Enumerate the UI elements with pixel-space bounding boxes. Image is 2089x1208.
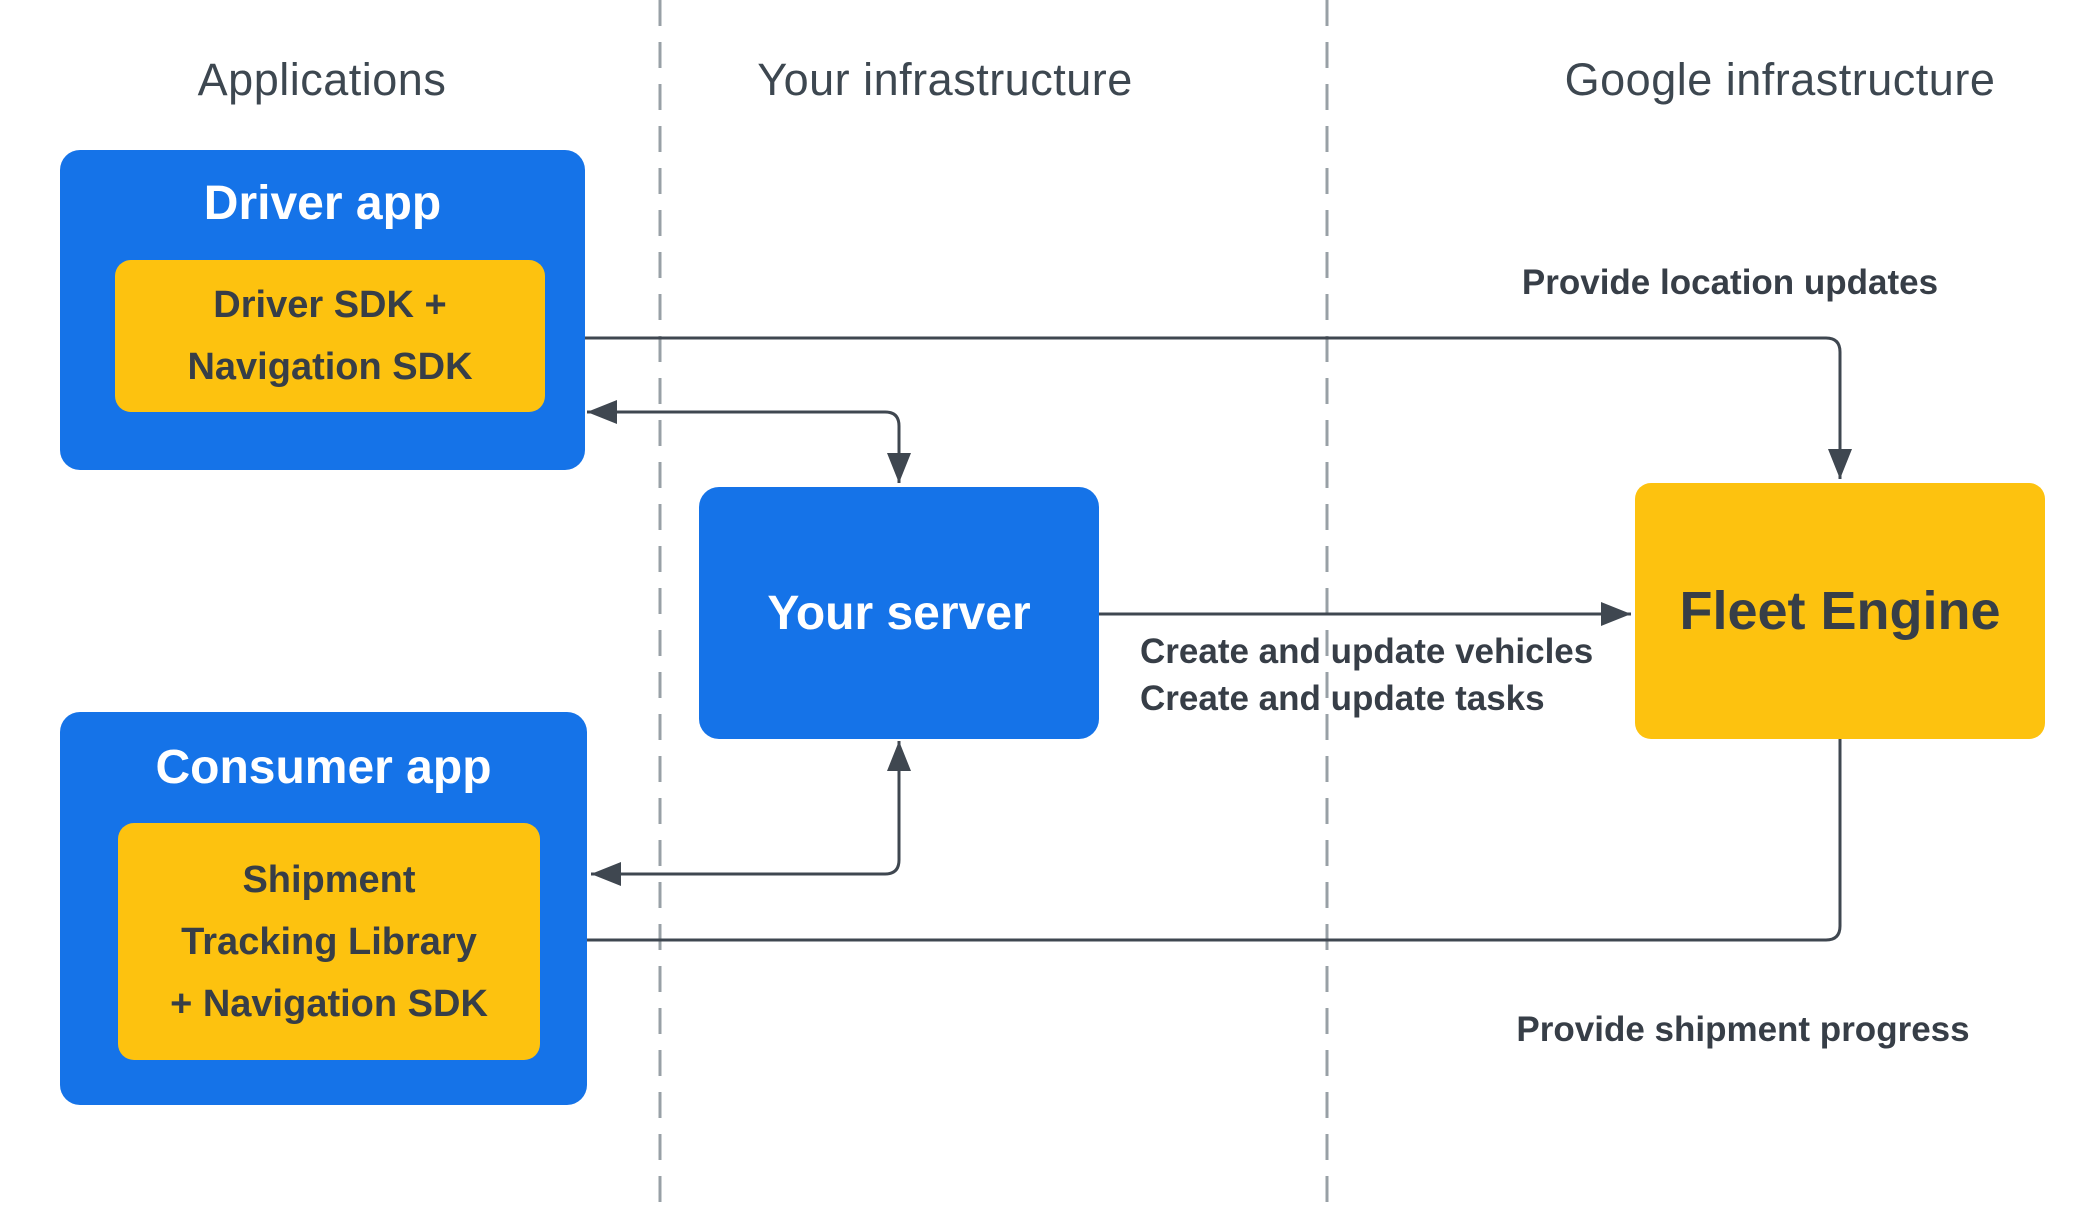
column-header-your-infrastructure: Your infrastructure (757, 54, 1133, 105)
driver-sdk-box: Driver SDK + Navigation SDK (115, 260, 545, 412)
consumer-app-title: Consumer app (155, 741, 492, 794)
shipment-tracking-label-line2: Tracking Library (181, 920, 477, 963)
your-server-box: Your server (699, 487, 1099, 739)
provide-location-updates-label: Provide location updates (1521, 263, 1939, 302)
create-update-label: Create and update vehicles Create and up… (1140, 628, 1593, 722)
create-update-label-line1: Create and update vehicles (1140, 632, 1594, 671)
create-update-label-line2: Create and update tasks (1140, 679, 1545, 718)
driver-app-title: Driver app (203, 177, 442, 230)
edge-driver-sdk-fleet-engine-location-updates (549, 326, 1852, 479)
shipment-tracking-library-box: Shipment Tracking Library + Navigation S… (118, 823, 540, 1060)
fleet-engine-box: Fleet Engine (1635, 483, 2045, 739)
provide-shipment-progress-label: Provide shipment progress (1516, 1010, 1970, 1049)
your-server-title: Your server (767, 586, 1031, 640)
fleet-engine-title: Fleet Engine (1679, 581, 2001, 641)
shipment-tracking-label-line3: + Navigation SDK (170, 982, 488, 1025)
driver-sdk-label-line1: Driver SDK + (213, 284, 447, 326)
edge-driver-app-your-server (587, 400, 911, 483)
column-header-applications: Applications (197, 54, 447, 105)
driver-sdk-label: Driver SDK + Navigation SDK (115, 274, 545, 398)
driver-sdk-label-line2: Navigation SDK (187, 346, 473, 388)
column-header-google-infrastructure: Google infrastructure (1564, 54, 1996, 105)
shipment-tracking-library-label: Shipment Tracking Library + Navigation S… (118, 849, 540, 1035)
edge-your-server-consumer-app (591, 741, 911, 886)
edge-fleet-engine-shipment-tracking-progress (544, 739, 1842, 952)
shipment-tracking-label-line1: Shipment (242, 858, 416, 901)
